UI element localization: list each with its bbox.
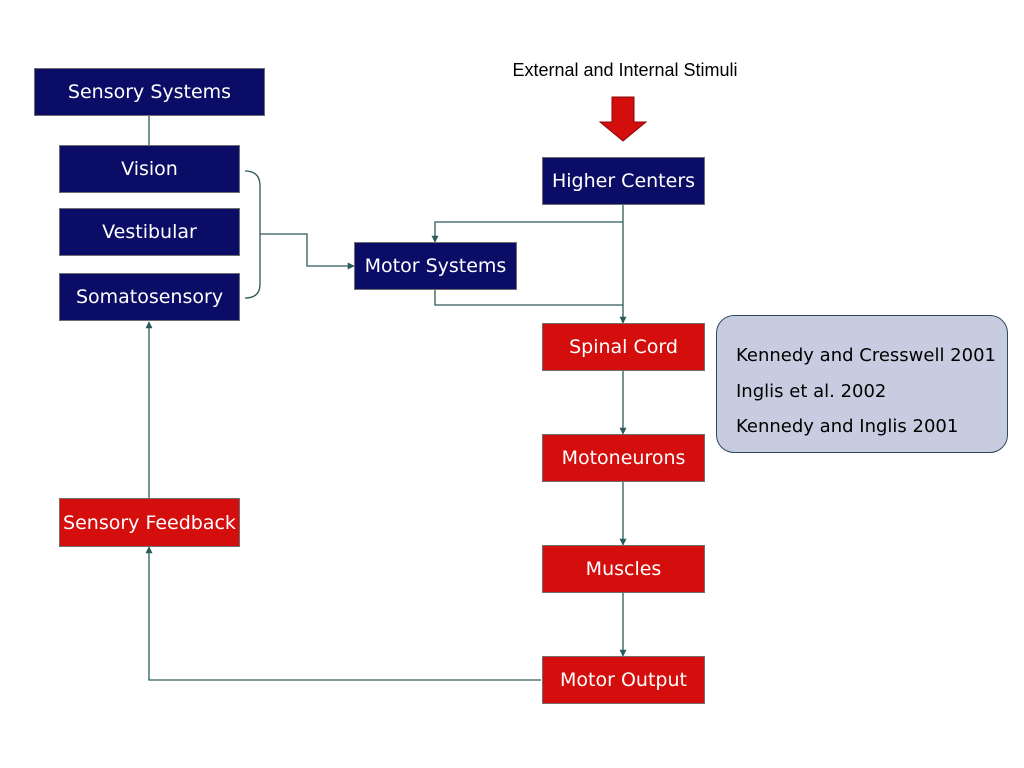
sensory-feedback-node: Sensory Feedback [59, 498, 240, 547]
reference-item: Inglis et al. 2002 [736, 380, 887, 402]
higher-centers-node: Higher Centers [542, 157, 705, 205]
sensory-inputs-brace [244, 170, 261, 299]
connector-output-feedback [145, 546, 541, 681]
sensory-systems-node: Sensory Systems [34, 68, 265, 116]
motor-systems-node: Motor Systems [354, 242, 517, 290]
reference-item: Kennedy and Cresswell 2001 [736, 345, 996, 366]
references-box: Kennedy and Cresswell 2001 Inglis et al.… [716, 315, 1008, 453]
stimuli-arrow-icon [598, 96, 648, 142]
motor-output-node: Motor Output [542, 656, 705, 704]
stimuli-label: External and Internal Stimuli [512, 60, 738, 80]
motoneurons-node: Motoneurons [542, 434, 705, 482]
vision-node: Vision [59, 145, 240, 193]
connector-motor-spinal [434, 290, 623, 306]
vestibular-node: Vestibular [59, 208, 240, 256]
connector-brace-motor [260, 233, 355, 270]
muscles-node: Muscles [542, 545, 705, 593]
somatosensory-node: Somatosensory [59, 273, 240, 321]
reference-item: Kennedy and Inglis 2001 [736, 416, 959, 437]
spinal-cord-node: Spinal Cord [542, 323, 705, 371]
connector-higher-motor [431, 221, 623, 243]
